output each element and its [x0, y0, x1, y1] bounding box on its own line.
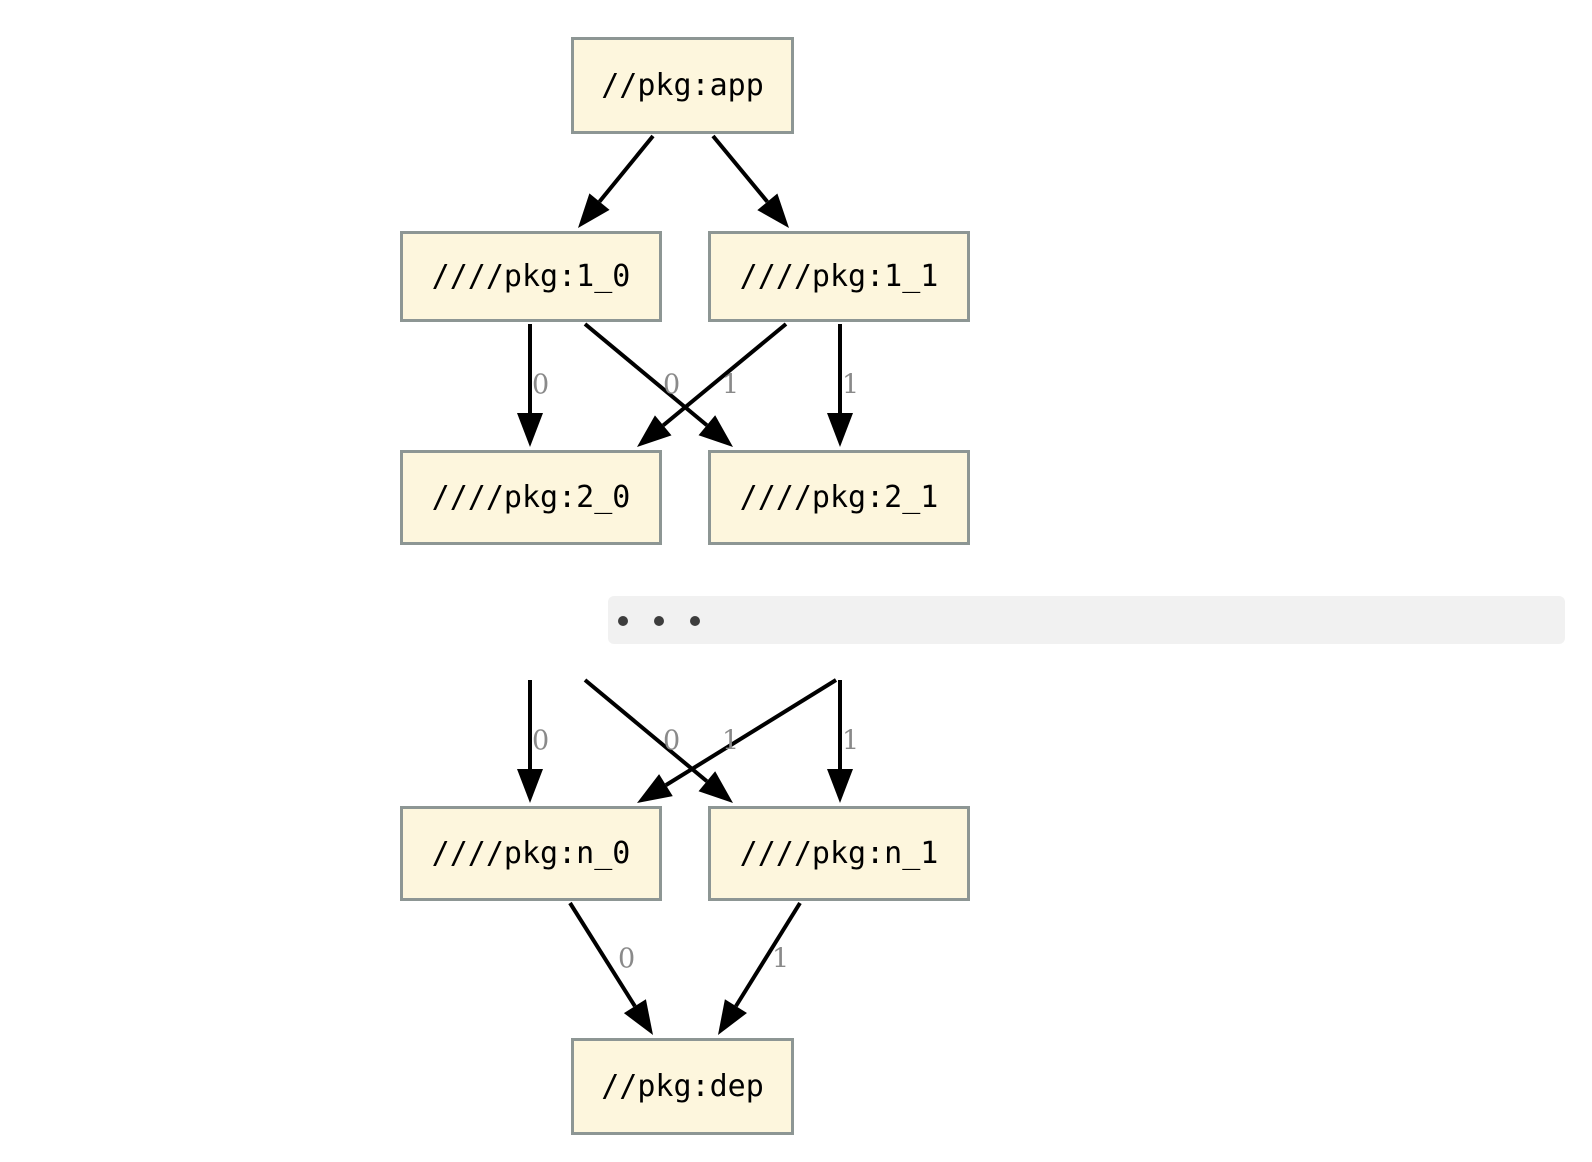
- edge-line: [583, 322, 709, 427]
- ellipsis-dot-2: [690, 616, 700, 626]
- node-nn_0[interactable]: ////pkg:n_0: [400, 806, 662, 901]
- edge-nn_0-to-dep[interactable]: 0: [568, 901, 653, 1035]
- ellipsis-separator: [608, 596, 1565, 644]
- arrowhead-icon: [637, 415, 672, 447]
- arrowhead-icon: [698, 771, 733, 803]
- node-box: [571, 1038, 794, 1135]
- arrowhead-icon: [698, 415, 733, 447]
- edge-label: 1: [722, 370, 739, 401]
- edge-nn_1-to-dep[interactable]: 1: [718, 901, 802, 1035]
- arrowhead-icon: [757, 193, 789, 228]
- ellipsis-dot-0: [618, 616, 628, 626]
- node-label: ////pkg:2_0: [432, 480, 631, 515]
- edge-line: [734, 901, 802, 1008]
- arrowhead-icon: [827, 769, 853, 803]
- edge-line: [711, 134, 769, 204]
- nodes-layer: //pkg:app ////pkg:1_0 ////pkg:1_1 ////pkg:2…: [400, 37, 970, 1135]
- node-nn_1[interactable]: ////pkg:n_1: [708, 806, 970, 901]
- arrowhead-icon: [517, 769, 543, 803]
- edge-line: [664, 678, 838, 787]
- edge-label: 0: [532, 726, 549, 757]
- node-n2_1[interactable]: ////pkg:2_1: [708, 450, 970, 545]
- node-label: ////pkg:1_0: [432, 259, 631, 294]
- arrowhead-icon: [827, 413, 853, 447]
- arrowhead-icon: [637, 774, 673, 803]
- edges-layer: 0 0 1 1 0 0 1 1 0 1: [517, 134, 859, 1035]
- edge-src-to-nn_0[interactable]: 1: [637, 678, 838, 803]
- edge-line: [583, 678, 709, 783]
- node-box: [708, 806, 970, 901]
- node-box: [708, 450, 970, 545]
- node-box: [571, 37, 794, 134]
- edge-n1_0-to-n2_0[interactable]: 0: [517, 324, 549, 447]
- node-label: ////pkg:2_1: [740, 480, 939, 515]
- arrowhead-icon: [718, 999, 747, 1035]
- ellipsis-band-background: [608, 596, 1565, 644]
- edge-line: [661, 322, 788, 427]
- node-box: [400, 450, 662, 545]
- node-label: //pkg:app: [601, 68, 764, 103]
- node-dep[interactable]: //pkg:dep: [571, 1038, 794, 1135]
- edge-src-to-nn_1[interactable]: 0: [583, 678, 733, 803]
- node-label: ////pkg:n_1: [740, 836, 939, 871]
- edge-app-to-n1_1[interactable]: [711, 134, 789, 228]
- edge-label: 0: [663, 726, 680, 757]
- edge-label: 1: [842, 726, 859, 757]
- edge-src-to-nn_0[interactable]: 0: [517, 680, 549, 803]
- arrowhead-icon: [578, 193, 610, 228]
- edge-label: 0: [618, 944, 635, 975]
- node-box: [708, 231, 970, 322]
- edge-label: 1: [772, 944, 789, 975]
- edge-label: 1: [722, 726, 739, 757]
- node-label: ////pkg:1_1: [740, 259, 939, 294]
- edge-line: [568, 901, 637, 1008]
- edge-label: 0: [532, 370, 549, 401]
- ellipsis-dot-1: [654, 616, 664, 626]
- edge-n1_1-to-n2_1[interactable]: 1: [827, 324, 859, 447]
- arrowhead-icon: [623, 999, 653, 1035]
- node-label: //pkg:dep: [601, 1069, 764, 1104]
- node-box: [400, 806, 662, 901]
- edge-line: [597, 134, 655, 203]
- edge-app-to-n1_0[interactable]: [578, 134, 655, 228]
- edge-src-to-nn_1[interactable]: 1: [827, 680, 859, 803]
- node-n1_1[interactable]: ////pkg:1_1: [708, 231, 970, 322]
- node-box: [400, 231, 662, 322]
- node-n2_0[interactable]: ////pkg:2_0: [400, 450, 662, 545]
- arrowhead-icon: [517, 413, 543, 447]
- node-n1_0[interactable]: ////pkg:1_0: [400, 231, 662, 322]
- edge-n1_1-to-n2_0[interactable]: 1: [637, 322, 788, 447]
- edge-label: 0: [663, 370, 680, 401]
- node-app[interactable]: //pkg:app: [571, 37, 794, 134]
- node-label: ////pkg:n_0: [432, 836, 631, 871]
- edge-label: 1: [842, 370, 859, 401]
